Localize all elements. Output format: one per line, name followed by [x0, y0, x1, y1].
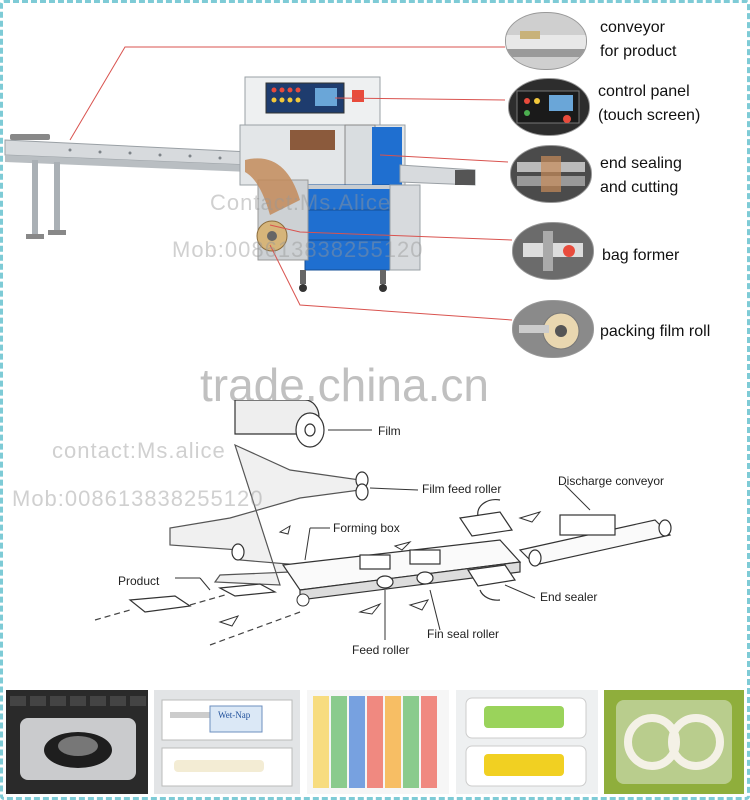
callout-line-1: conveyor — [600, 19, 665, 36]
watermark-diagram-contact: contact:Ms.alice — [52, 438, 226, 463]
flow-wrap-schematic — [94, 400, 672, 646]
outfeed-conveyor — [399, 164, 476, 186]
flow-wrap-machine — [4, 46, 513, 321]
label-feed-roller: Feed roller — [352, 643, 410, 657]
callout-bag-former: bag former — [602, 244, 679, 268]
photo-tape-rolls — [604, 690, 744, 794]
end-sealing-thumbnail — [510, 145, 592, 203]
callout-control-panel: control panel (touch screen) — [598, 80, 700, 128]
watermark-contact: Contact:Ms.Alice — [210, 190, 392, 215]
label-end-sealer: End sealer — [540, 590, 598, 604]
watermark-mob: Mob:008613838255120 — [172, 237, 424, 262]
photo-plastic-cutlery-set — [307, 690, 449, 794]
callout-line-1: control panel — [598, 83, 690, 100]
callout-line-1: packing film roll — [600, 323, 711, 340]
callout-line-2: and cutting — [600, 179, 679, 196]
callout-line-1: bag former — [602, 247, 680, 264]
label-film: Film — [378, 424, 401, 438]
label-fin-seal-roller: Fin seal roller — [427, 627, 500, 641]
callout-conveyor: conveyor for product — [600, 16, 676, 64]
callout-line-2: (touch screen) — [598, 107, 701, 124]
label-product: Product — [118, 574, 160, 588]
leader-lines — [69, 46, 513, 321]
label-film-feed-roller: Film feed roller — [422, 482, 502, 496]
bag-former-thumbnail — [512, 222, 594, 280]
film-roll-thumbnail — [512, 300, 594, 358]
callout-film-roll: packing film roll — [600, 320, 710, 344]
label-forming-box: Forming box — [333, 521, 400, 535]
label-discharge-conveyor: Discharge conveyor — [558, 474, 665, 488]
photo-sponge-packs — [456, 690, 598, 794]
infeed-conveyor — [4, 134, 251, 239]
photo-mouse-in-bag — [6, 690, 148, 794]
control-panel-thumbnail — [508, 78, 590, 136]
watermark-diagram-mob: Mob:008613838255120 — [12, 486, 264, 511]
callout-line-2: for product — [600, 43, 677, 60]
wet-nap-label: Wet-Nap — [218, 710, 251, 720]
photo-cutlery-pack: Wet-Nap — [154, 690, 300, 794]
conveyor-thumbnail — [505, 12, 587, 70]
callout-end-sealing: end sealing and cutting — [600, 152, 682, 200]
callout-line-1: end sealing — [600, 155, 682, 172]
machine-body — [239, 76, 421, 292]
